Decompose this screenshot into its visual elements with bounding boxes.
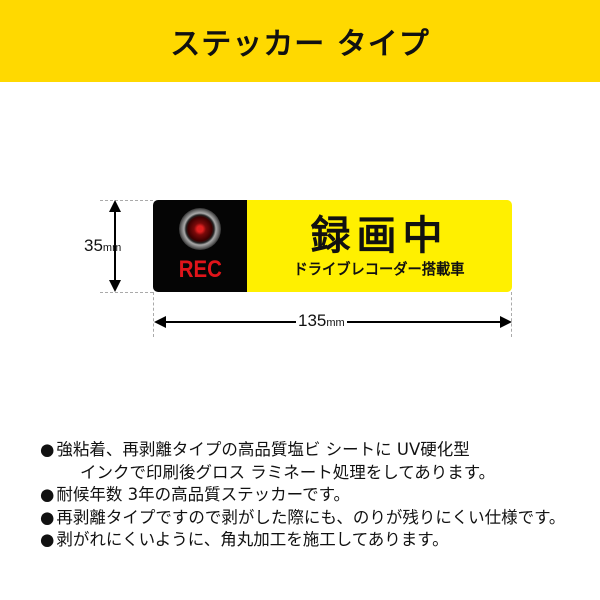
arrow-down-icon bbox=[109, 280, 121, 292]
feature-item: 剥がれにくいように、角丸加工を施工してあります。 bbox=[40, 529, 565, 552]
sticker-sub-text: ドライブレコーダー搭載車 bbox=[293, 260, 465, 278]
width-label: 135mm bbox=[296, 311, 347, 331]
arrow-up-icon bbox=[109, 200, 121, 212]
feature-list: 強粘着、再剥離タイプの高品質塩ビ シートに UV硬化型 インクで印刷後グロス ラ… bbox=[40, 439, 565, 552]
arrow-left-icon bbox=[154, 316, 166, 328]
sticker-preview: REC 録画中 ドライブレコーダー搭載車 bbox=[153, 200, 512, 292]
height-value: 35 bbox=[84, 236, 103, 255]
height-label: 35mm bbox=[84, 236, 121, 256]
page-title: ステッカー タイプ bbox=[170, 27, 430, 62]
height-unit: mm bbox=[102, 242, 122, 254]
feature-item: 強粘着、再剥離タイプの高品質塩ビ シートに UV硬化型 bbox=[40, 439, 565, 462]
sticker-yellow-panel: 録画中 ドライブレコーダー搭載車 bbox=[247, 200, 512, 292]
rec-label: REC bbox=[178, 256, 222, 283]
width-unit: mm bbox=[326, 317, 345, 329]
header-banner: ステッカー タイプ bbox=[0, 0, 600, 82]
camera-lens-icon bbox=[179, 208, 221, 250]
height-arrow bbox=[114, 204, 116, 288]
dimension-guide-right bbox=[511, 292, 512, 337]
arrow-right-icon bbox=[500, 316, 512, 328]
sticker-main-text: 録画中 bbox=[310, 213, 449, 259]
dimension-guide-left bbox=[153, 292, 154, 337]
width-value: 135 bbox=[298, 311, 327, 330]
sticker-black-panel: REC bbox=[153, 200, 247, 292]
dimension-guide-top bbox=[100, 200, 153, 201]
feature-item: 耐候年数 3年の高品質ステッカーです。 bbox=[40, 484, 565, 507]
feature-item: 再剥離タイプですので剥がした際にも、のりが残りにくい仕様です。 bbox=[40, 507, 565, 530]
feature-item-continued: インクで印刷後グロス ラミネート処理をしてあります。 bbox=[80, 462, 496, 482]
dimension-guide-bottom bbox=[100, 292, 153, 293]
